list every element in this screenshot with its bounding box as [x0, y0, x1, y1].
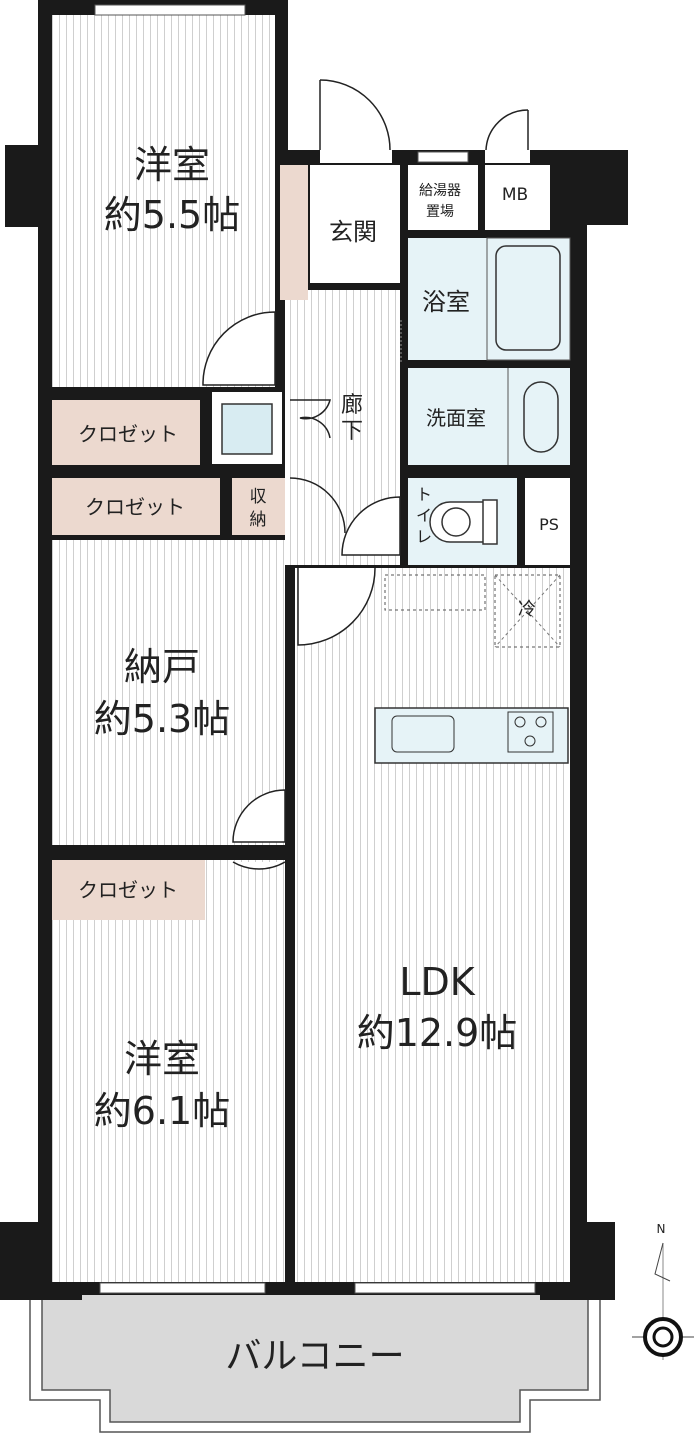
- entrance: [310, 165, 400, 283]
- western1-size: 約5.5帖: [104, 193, 240, 237]
- closet2-label: クロゼット: [85, 495, 185, 519]
- kitchen-sink: [391, 715, 455, 753]
- toilet-label-3: レ: [416, 527, 432, 546]
- shoe-closet: [280, 165, 308, 300]
- closet3-label: クロゼット: [78, 878, 178, 902]
- ldk-room: [295, 568, 570, 1282]
- hallway-label-2: 下: [341, 419, 363, 444]
- toilet-label-2: イ: [416, 506, 432, 525]
- washer-pan: [221, 403, 273, 455]
- water-heater-space: [408, 165, 478, 230]
- storage-room: [52, 540, 285, 845]
- fridge-space: 冷: [494, 574, 561, 648]
- room-door[interactable]: [202, 311, 276, 386]
- toilet-door[interactable]: [341, 496, 401, 556]
- ldk-name: LDK: [399, 960, 475, 1004]
- mb-space: [485, 165, 550, 230]
- closet1-label: クロゼット: [78, 422, 178, 446]
- window: [94, 4, 246, 16]
- fridge-label: 冷: [518, 599, 536, 620]
- balcony: バルコニー: [29, 1291, 601, 1433]
- shuno: [232, 478, 285, 535]
- compass: N: [632, 1222, 694, 1360]
- toilet-icon: [429, 499, 498, 545]
- balcony-label: バルコニー: [225, 1336, 404, 1377]
- western1-name: 洋室: [134, 143, 210, 187]
- shuno-label-1: 収: [250, 487, 267, 507]
- cupboard: [384, 574, 486, 611]
- shuno-door[interactable]: [289, 477, 346, 534]
- toilet-label-1: ト: [416, 485, 432, 504]
- window: [417, 151, 469, 163]
- closet-3: [52, 860, 205, 920]
- washbasin: [523, 381, 559, 453]
- mb-label: MB: [502, 185, 528, 205]
- closet-2: [52, 478, 220, 535]
- entrance-label: 玄関: [329, 218, 377, 246]
- ldk-size: 約12.9帖: [357, 1011, 518, 1055]
- washer-door[interactable]: [290, 399, 331, 439]
- mb-door[interactable]: [485, 109, 530, 163]
- water-heater-label-1: 給湯器: [419, 182, 461, 199]
- western2-size: 約6.1帖: [94, 1089, 230, 1133]
- western2-name: 洋室: [124, 1037, 200, 1081]
- ps-label: PS: [539, 515, 559, 534]
- window: [354, 1282, 536, 1294]
- water-heater-label-2: 置場: [426, 204, 454, 220]
- pillar: [548, 150, 628, 225]
- bath-label: 浴室: [422, 288, 470, 316]
- ps-space: [525, 478, 570, 565]
- ldk-door[interactable]: [297, 567, 376, 646]
- north-label: N: [657, 1222, 666, 1236]
- front-door[interactable]: [319, 79, 392, 163]
- shuno-label-2: 納: [250, 510, 267, 530]
- western2-door[interactable]: [232, 861, 286, 870]
- storage-door[interactable]: [232, 789, 286, 843]
- bathtub: [495, 245, 561, 351]
- window: [99, 1282, 266, 1294]
- hallway-label-1: 廊: [341, 393, 363, 418]
- stove-icon: [507, 711, 554, 753]
- western-room-2: [52, 860, 285, 1282]
- washroom-label: 洗面室: [426, 406, 486, 430]
- storage-name: 納戸: [124, 645, 200, 689]
- closet-1: [52, 400, 200, 465]
- storage-size: 約5.3帖: [94, 697, 230, 741]
